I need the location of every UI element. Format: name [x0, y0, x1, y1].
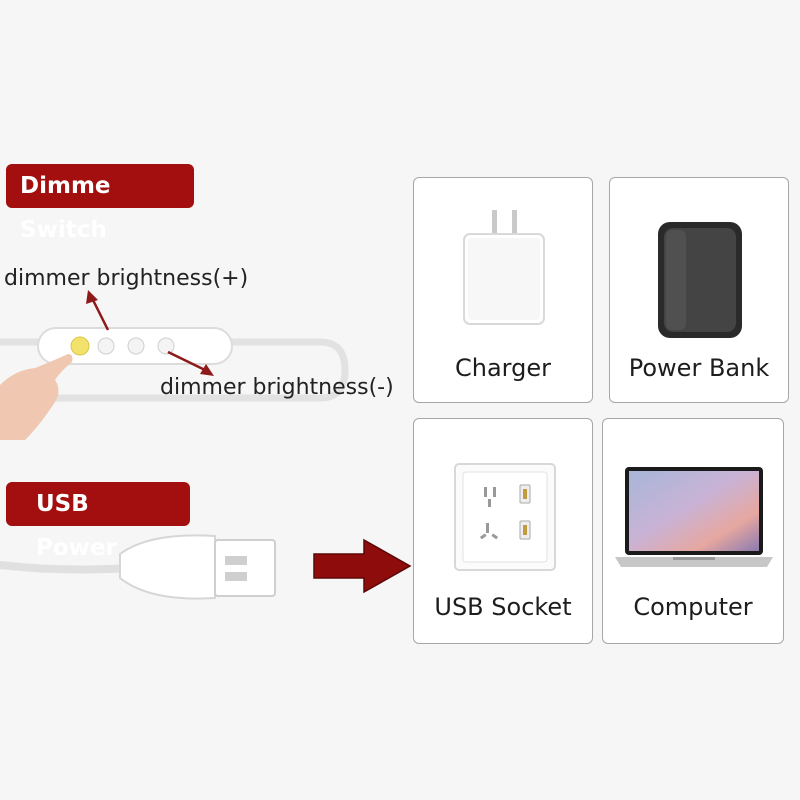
charger-card: Charger: [413, 177, 593, 403]
computer-card: Computer: [602, 418, 784, 644]
usb-socket-label: USB Socket: [434, 593, 572, 621]
dimmer-brightness-plus-label: dimmer brightness(+): [4, 266, 249, 291]
power-bank-icon: [658, 222, 742, 338]
computer-label: Computer: [633, 593, 753, 621]
charger-icon: [463, 210, 545, 325]
charger-label: Charger: [455, 354, 551, 382]
usb-plug-illustration: [0, 534, 276, 600]
dimmer-brightness-minus-label: dimmer brightness(-): [160, 375, 394, 400]
power-bank-card: Power Bank: [609, 177, 789, 403]
usb-power-badge: USB Power: [6, 482, 190, 561]
laptop-icon: [615, 467, 773, 567]
right-arrow-icon: [313, 538, 412, 594]
dimmer-switch-illustration: [0, 290, 349, 440]
usb-socket-card: USB Socket: [413, 418, 593, 644]
usb-socket-icon: [454, 463, 556, 571]
dimmer-switch-badge: Dimme Switch: [6, 164, 194, 243]
power-bank-label: Power Bank: [628, 354, 770, 382]
